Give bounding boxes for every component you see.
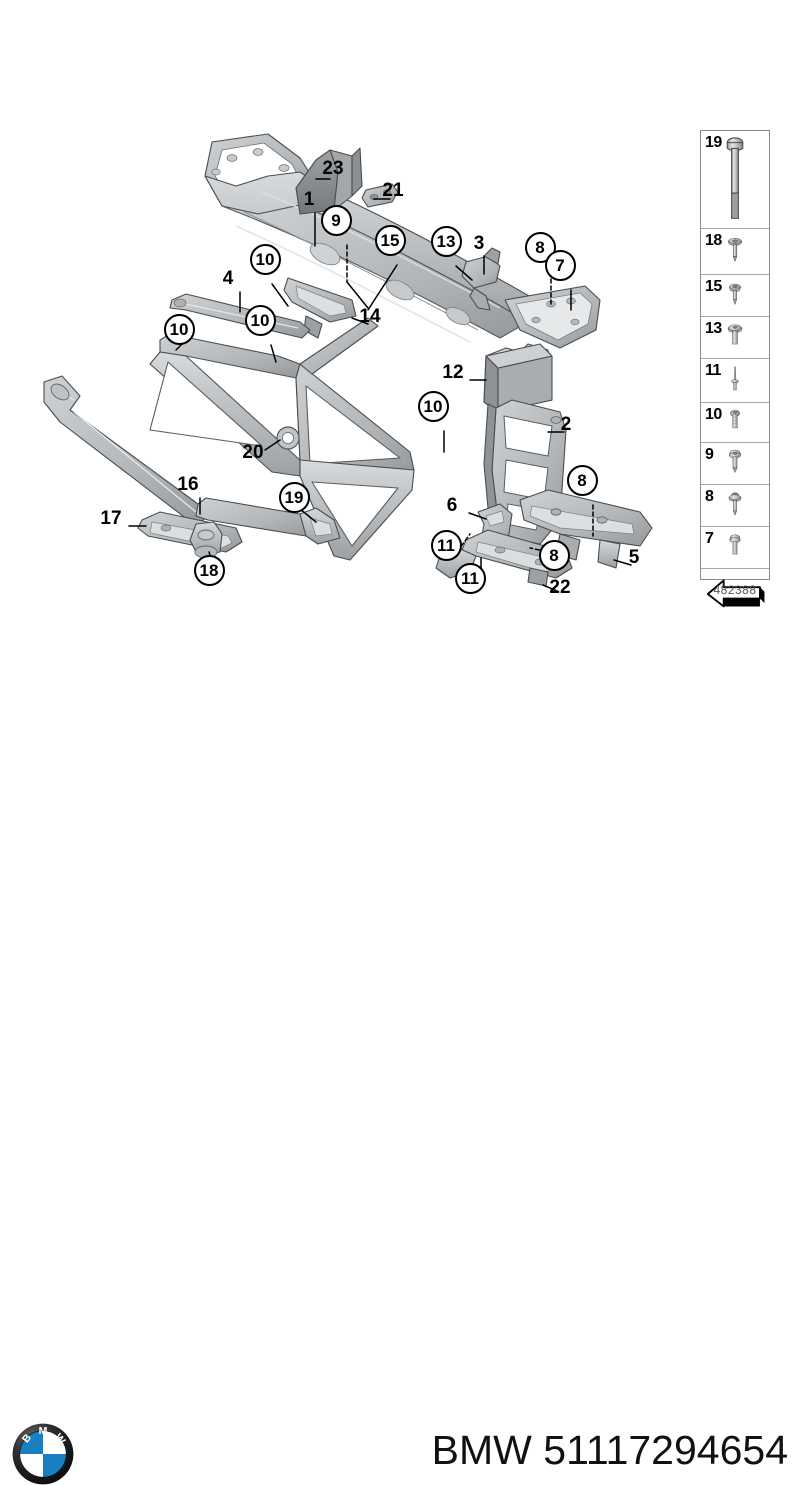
washer-bolt-icon [701,485,769,526]
legend-number: 13 [705,320,722,337]
legend-row-10: 10 [701,403,769,443]
flange-washer-nut-icon [701,229,769,274]
callout-15-fastener[interactable]: 15 [374,224,406,256]
callout-19-fastener[interactable]: 19 [278,481,310,513]
callout-4-part[interactable]: 4 [222,267,234,289]
legend-number: 7 [705,530,714,547]
direction-arrow-icon [701,569,769,619]
callout-2-part[interactable]: 2 [560,413,572,435]
callout-12-part[interactable]: 12 [442,361,464,383]
legend-number: 15 [705,278,722,295]
callout-8-fastener[interactable]: 8 [566,464,598,496]
callout-23-part[interactable]: 23 [322,157,344,179]
part-number-text: BMW 51117294654 [431,1427,788,1473]
callout-18-fastener[interactable]: 18 [193,554,225,586]
legend-number: 8 [705,488,714,505]
legend-row-13: 13 [701,317,769,359]
callout-9-fastener[interactable]: 9 [320,204,352,236]
legend-row-11: 11 [701,359,769,403]
callout-3-part[interactable]: 3 [473,232,485,254]
callout-11-fastener[interactable]: 11 [454,562,486,594]
legend-row-9: 9 [701,443,769,485]
callout-20-part[interactable]: 20 [242,441,264,463]
legend-number: 18 [705,232,722,249]
callout-6-part[interactable]: 6 [446,494,458,516]
collar-bolt-icon [701,527,769,568]
callout-10-fastener[interactable]: 10 [249,243,281,275]
callout-7-fastener[interactable]: 7 [544,249,576,281]
hex-flange-bolt-icon [701,403,769,442]
thin-pin-icon [701,359,769,402]
legend-row-19: 19 [701,131,769,229]
callout-10-fastener[interactable]: 10 [417,390,449,422]
callout-21-part[interactable]: 21 [382,179,404,201]
legend-number: 11 [705,362,721,379]
callout-10-fastener[interactable]: 10 [244,304,276,336]
callout-14-part[interactable]: 14 [359,305,381,327]
dome-head-bolt-icon [701,443,769,484]
callout-16-part[interactable]: 16 [177,473,199,495]
callout-5-part[interactable]: 5 [628,546,640,568]
callout-8-fastener[interactable]: 8 [538,539,570,571]
legend-number: 9 [705,446,714,463]
legend-row-direction-arrow [701,569,769,619]
legend-row-8: 8 [701,485,769,527]
wide-head-rivet-icon [701,317,769,358]
callout-13-fastener[interactable]: 13 [430,225,462,257]
parts-illustration [43,133,653,592]
callout-17-part[interactable]: 17 [100,507,122,529]
legend-row-15: 15 [701,275,769,317]
long-bolt-icon [701,131,769,228]
callout-1-part[interactable]: 1 [303,188,315,210]
callout-11-fastener[interactable]: 11 [430,529,462,561]
callout-10-fastener[interactable]: 10 [163,313,195,345]
domed-rivet-icon [701,275,769,316]
fastener-legend-panel: 19 18 15 13 11 10 9 8 7 [700,130,770,608]
legend-number: 10 [705,406,722,423]
callout-22-part[interactable]: 22 [549,576,571,598]
drawing-number: 482388 [713,583,757,597]
footer: B M W BMW 51117294654 [0,705,800,1485]
legend-number: 19 [705,134,722,151]
legend-row-18: 18 [701,229,769,275]
legend-row-7: 7 [701,527,769,569]
